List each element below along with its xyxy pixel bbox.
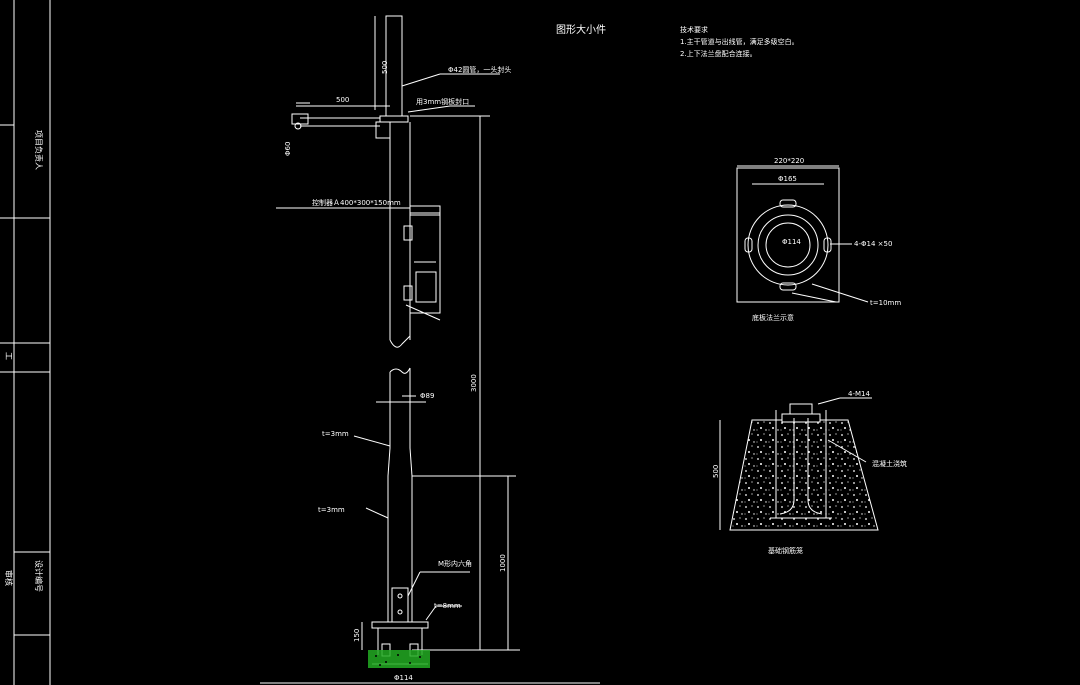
ground-fill bbox=[368, 650, 430, 668]
foundation-material: 混凝土浇筑 bbox=[872, 459, 907, 468]
tech-notes-heading: 技术要求 bbox=[680, 25, 708, 34]
pole-top-callout: Φ42圆管，一头封头 bbox=[448, 65, 511, 74]
tech-notes-line2: 2.上下法兰盘配合连接。 bbox=[680, 49, 757, 58]
pole-box-callout: 控制器Ａ400*300*150mm bbox=[312, 198, 401, 207]
pole-top-dim: 500 bbox=[381, 61, 389, 74]
pole-arm-dim: 500 bbox=[336, 96, 349, 104]
foundation-depth: 500 bbox=[712, 465, 720, 478]
title-block bbox=[0, 0, 51, 685]
pole-thickness-upper: t=3mm bbox=[322, 430, 349, 438]
foundation-bolts: 4-M14 bbox=[848, 390, 870, 398]
ground-dots bbox=[375, 654, 421, 666]
pole-plate-callout: t=8mm bbox=[434, 602, 461, 610]
flange-thickness: t=10mm bbox=[870, 299, 901, 307]
drawing-title: 图形大小件 bbox=[556, 23, 606, 36]
flange-bolt-circle: Φ165 bbox=[778, 175, 797, 183]
title-block-row4: 审核 bbox=[4, 570, 14, 586]
flange-inner-dim: Φ114 bbox=[782, 238, 801, 246]
pole-base-dim: 150 bbox=[353, 629, 361, 642]
foundation-caption: 基础钢筋笼 bbox=[768, 546, 803, 555]
pole-hinge-callout: M形内六角 bbox=[438, 559, 472, 568]
foundation-details bbox=[719, 397, 872, 530]
flange-plan bbox=[736, 165, 869, 303]
pole-height-lower: 1000 bbox=[499, 554, 507, 572]
title-block-row2: 工 bbox=[4, 352, 13, 360]
pole-arm-side-dim: Φ60 bbox=[284, 142, 292, 156]
pole-tube-dim: Φ89 bbox=[420, 392, 434, 400]
flange-caption: 底板法兰示意 bbox=[752, 313, 794, 322]
pole-base-diameter: Φ114 bbox=[394, 674, 413, 682]
pole-elevation bbox=[260, 15, 600, 684]
flange-holes: 4-Φ14 ×50 bbox=[854, 240, 892, 248]
pole-thickness-lower: t=3mm bbox=[318, 506, 345, 514]
title-block-row3: 设计编号 bbox=[34, 560, 44, 592]
flange-outer-dim: 220*220 bbox=[774, 157, 804, 165]
pole-height-total: 3000 bbox=[470, 374, 478, 392]
pole-ring-callout: 用3mm钢板封口 bbox=[416, 97, 469, 106]
tech-notes-line1: 1.主干管道与出线管，满足多级空白。 bbox=[680, 37, 799, 46]
title-block-row1: 项目负责人 bbox=[34, 130, 44, 170]
foundation-block bbox=[729, 419, 879, 531]
